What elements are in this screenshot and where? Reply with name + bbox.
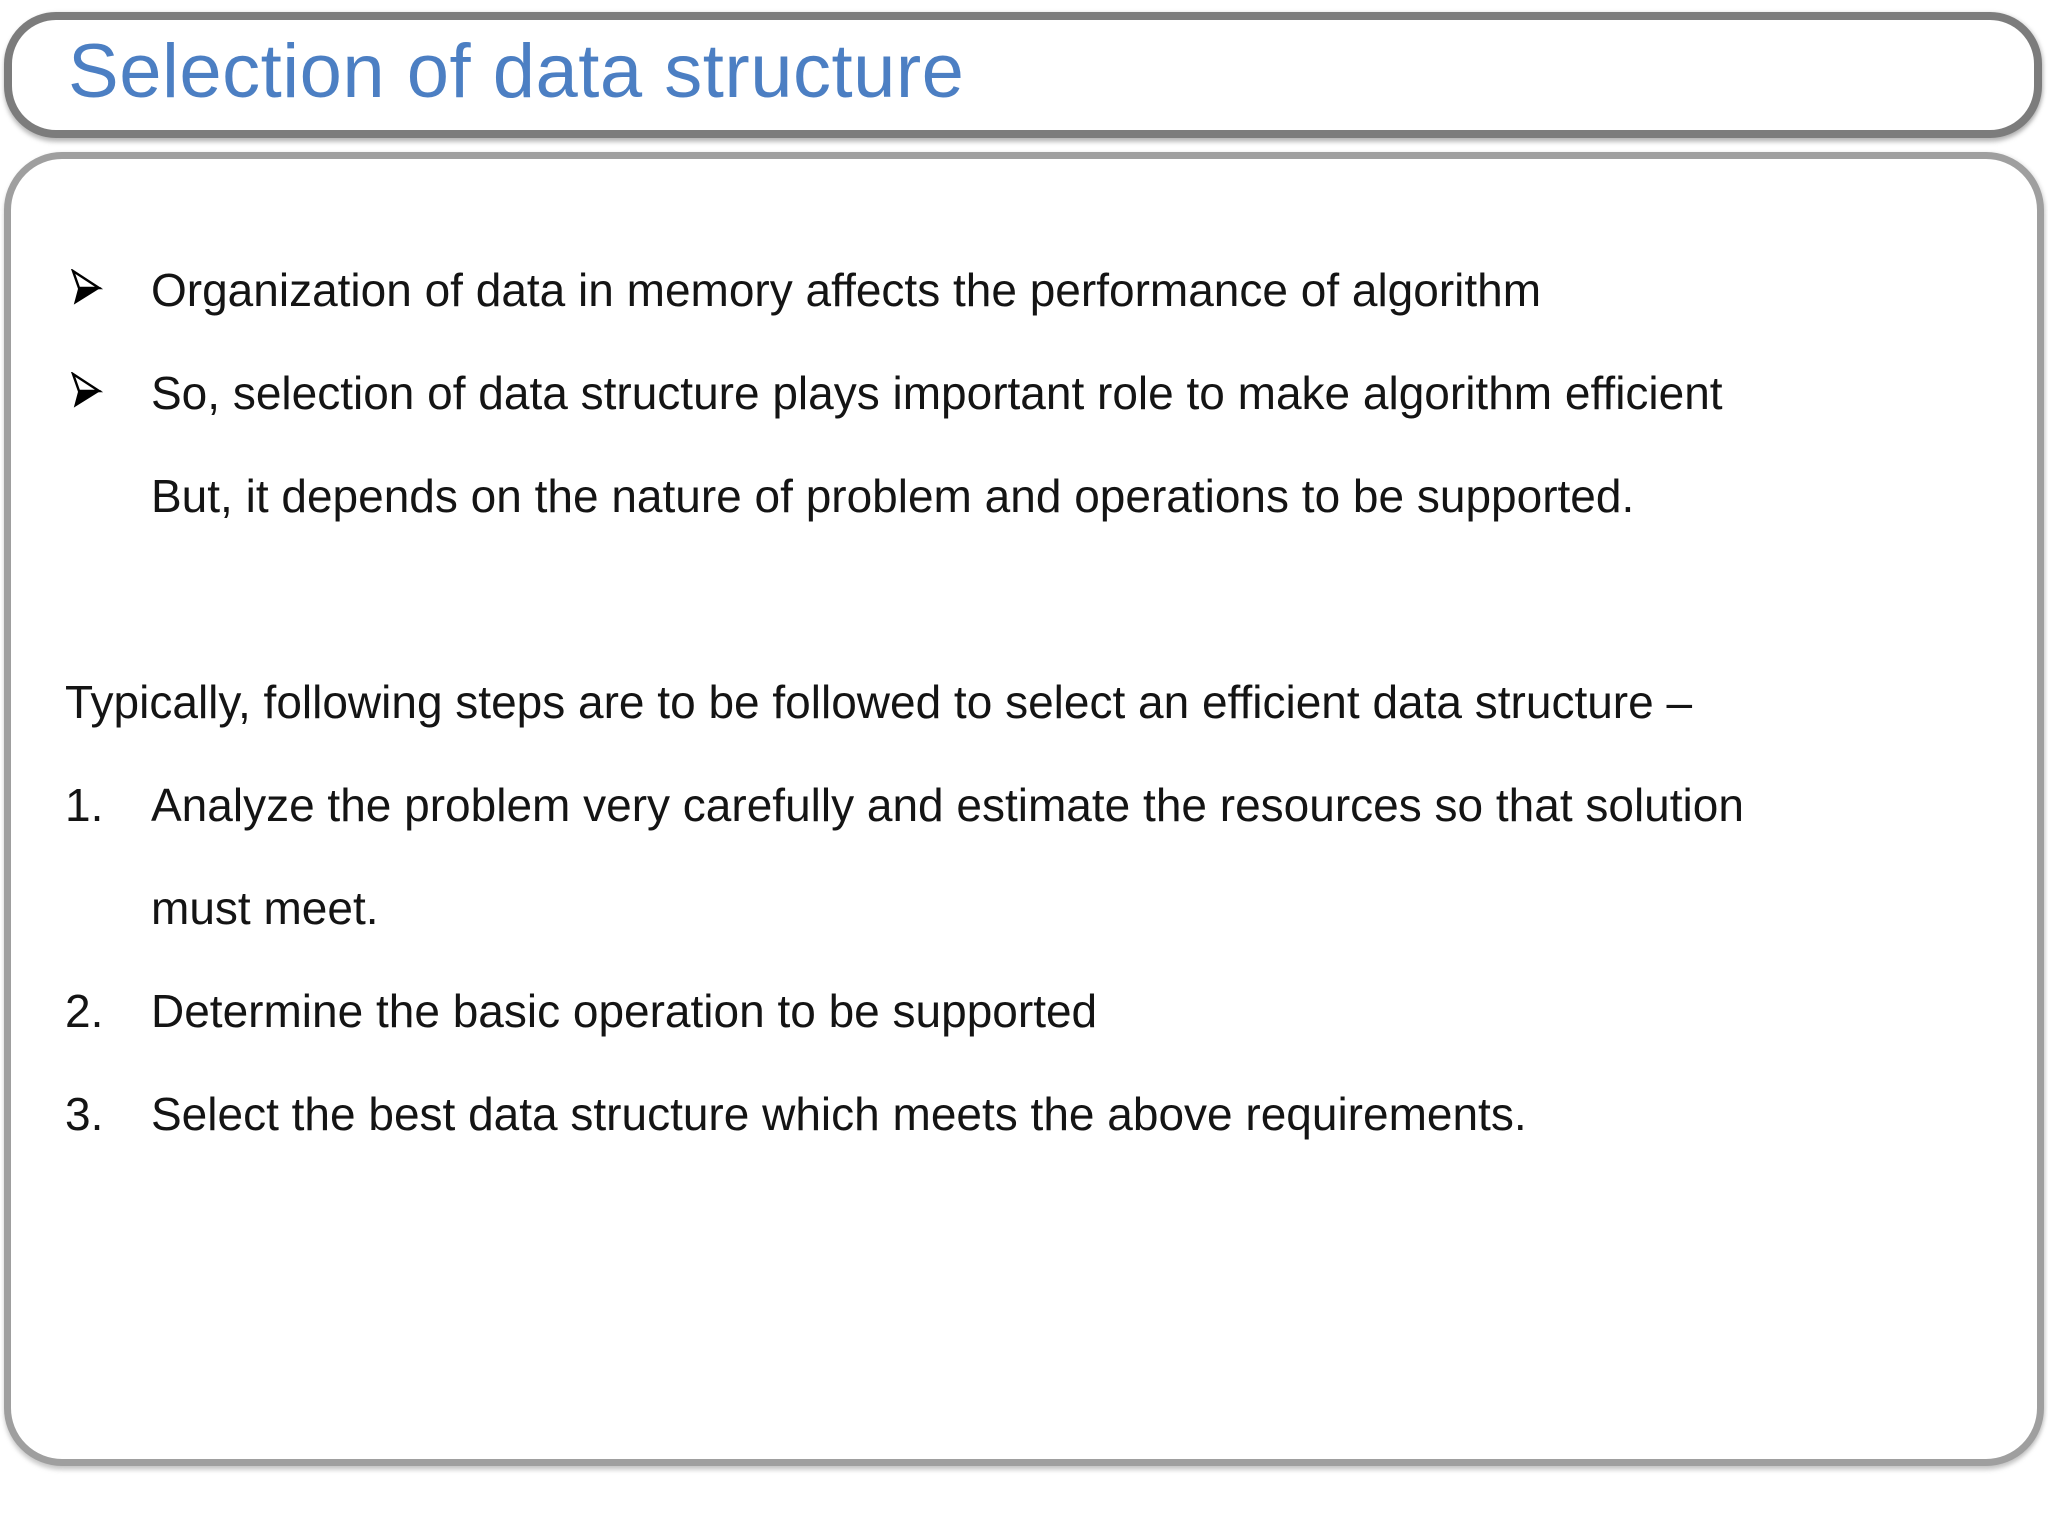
numbered-list-item: 2. Determine the basic operation to be s… — [65, 960, 2011, 1063]
list-number: 2. — [65, 985, 104, 1037]
blank-line — [65, 548, 2011, 651]
bullet-item: Organization of data in memory affects t… — [65, 239, 2011, 342]
continuation-text: But, it depends on the nature of problem… — [151, 470, 1635, 522]
slide-title: Selection of data structure — [68, 29, 965, 114]
bullet-text: So, selection of data structure plays im… — [151, 367, 1723, 419]
bullet-text: Organization of data in memory affects t… — [151, 264, 1542, 316]
bullet-item: So, selection of data structure plays im… — [65, 342, 2011, 445]
continuation-line: But, it depends on the nature of problem… — [65, 445, 2011, 548]
numbered-list-item: 1. Analyze the problem very carefully an… — [65, 754, 2011, 960]
arrowhead-bullet-icon — [65, 342, 151, 408]
list-item-text: Select the best data structure which mee… — [151, 1088, 1527, 1140]
list-number: 3. — [65, 1088, 104, 1140]
list-item-text: Determine the basic operation to be supp… — [151, 985, 1098, 1037]
list-number: 1. — [65, 779, 104, 831]
arrowhead-bullet-icon — [65, 239, 151, 305]
intro-paragraph: Typically, following steps are to be fol… — [65, 676, 1693, 728]
slide-title-box: Selection of data structure — [4, 12, 2042, 138]
numbered-list-item: 3. Select the best data structure which … — [65, 1063, 2011, 1166]
list-item-text: Analyze the problem very carefully and e… — [151, 779, 1744, 934]
slide-body-box: Organization of data in memory affects t… — [4, 152, 2044, 1466]
